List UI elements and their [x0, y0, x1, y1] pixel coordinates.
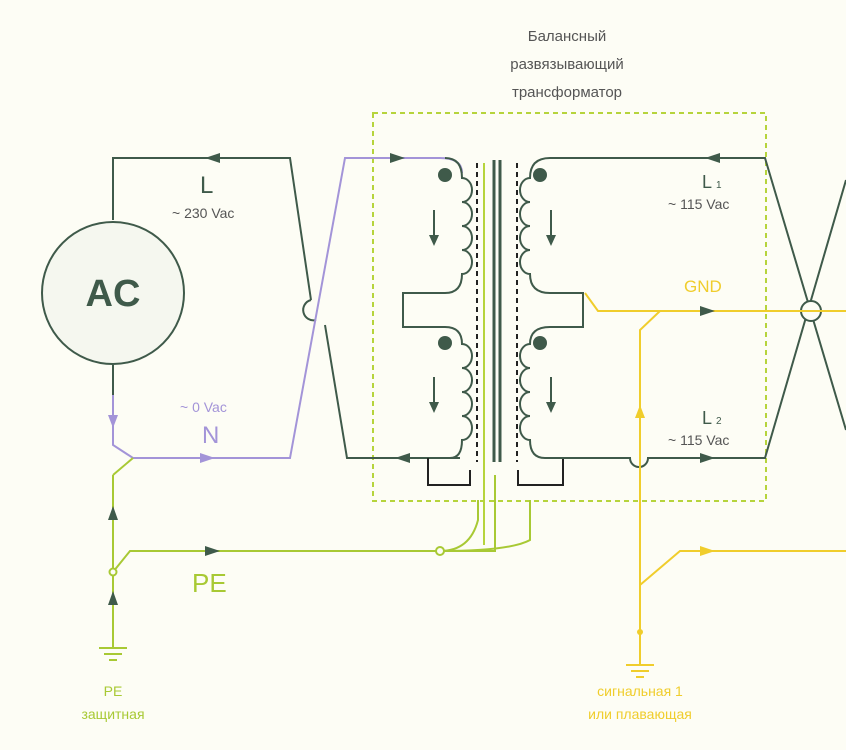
- title-line-3: трансформатор: [512, 84, 622, 101]
- signal-right-arrow: [700, 546, 715, 556]
- wire-signal-out: [639, 550, 846, 586]
- pe-ground-line-2: защитная: [81, 706, 144, 722]
- primary-coil: [402, 157, 473, 459]
- ac-source: AC: [41, 221, 185, 365]
- gnd-arrow: [700, 306, 715, 316]
- wire-l-crossed: [324, 324, 460, 459]
- secondary-dot-2: [533, 336, 547, 350]
- label-l2-voltage: ~ 115 Vac: [668, 432, 729, 448]
- title-line-2: развязывающий: [510, 56, 623, 73]
- wire-l1: [550, 157, 846, 431]
- n-in-arrow: [390, 153, 405, 163]
- pe-wires: [99, 457, 531, 661]
- label-pe: PE: [192, 568, 227, 598]
- signal-ground-line-2: или плавающая: [588, 706, 692, 722]
- secondary-arrows: [546, 210, 556, 413]
- label-l2-sub: 2: [716, 416, 722, 427]
- pe-ground-line-1: PE: [104, 683, 123, 699]
- transformer-core: [476, 160, 518, 545]
- signal-ground-line-1: сигнальная 1: [597, 683, 683, 699]
- label-n-voltage: ~ 0 Vac: [180, 399, 227, 415]
- n-right-arrow: [200, 453, 215, 463]
- title-line-1: Балансный: [528, 28, 607, 45]
- label-l1-voltage: ~ 115 Vac: [668, 196, 729, 212]
- wire-gnd-drop: [639, 310, 661, 635]
- wire-pe-horizontal: [112, 550, 440, 573]
- signal-node: [637, 629, 643, 635]
- n-down-arrow: [108, 415, 118, 428]
- pe-up-arrow-2: [108, 591, 118, 605]
- pe-right-arrow: [205, 546, 220, 556]
- transformer-frame: [372, 112, 767, 502]
- primary-dot-2: [438, 336, 452, 350]
- l1-arrow: [705, 153, 720, 163]
- label-l1-sub: 1: [716, 180, 722, 191]
- ac-label: AC: [86, 273, 141, 315]
- label-l2: L: [702, 408, 712, 428]
- label-l-voltage: ~ 230 Vac: [172, 205, 234, 221]
- labels: Балансный развязывающий трансформатор L …: [81, 28, 729, 722]
- label-l: L: [200, 172, 213, 199]
- primary-dot-1: [438, 168, 452, 182]
- pe-node: [108, 567, 118, 577]
- l-return-arrow: [395, 453, 410, 463]
- label-gnd: GND: [684, 277, 722, 296]
- wire-l2: [545, 179, 846, 468]
- line-wires: [112, 157, 460, 459]
- l2-arrow: [700, 453, 715, 463]
- signal-wires: [584, 292, 846, 678]
- primary-arrows: [429, 210, 439, 413]
- label-l1: L: [702, 172, 712, 192]
- wire-hop: [302, 299, 317, 322]
- wire-gnd: [584, 292, 846, 312]
- label-n: N: [202, 422, 219, 449]
- secondary-bracket: [517, 458, 564, 486]
- ac-source-circle: [41, 221, 185, 365]
- primary-bracket: [427, 458, 471, 486]
- wire-l-input: [112, 157, 312, 301]
- signal-up-arrow: [635, 405, 645, 418]
- secondary-coil: [519, 157, 584, 459]
- pe-up-arrow-1: [108, 506, 118, 520]
- l-left-arrow: [205, 153, 220, 163]
- pe-junction: [435, 546, 445, 556]
- primary-windings: [402, 157, 473, 459]
- secondary-dot-1: [533, 168, 547, 182]
